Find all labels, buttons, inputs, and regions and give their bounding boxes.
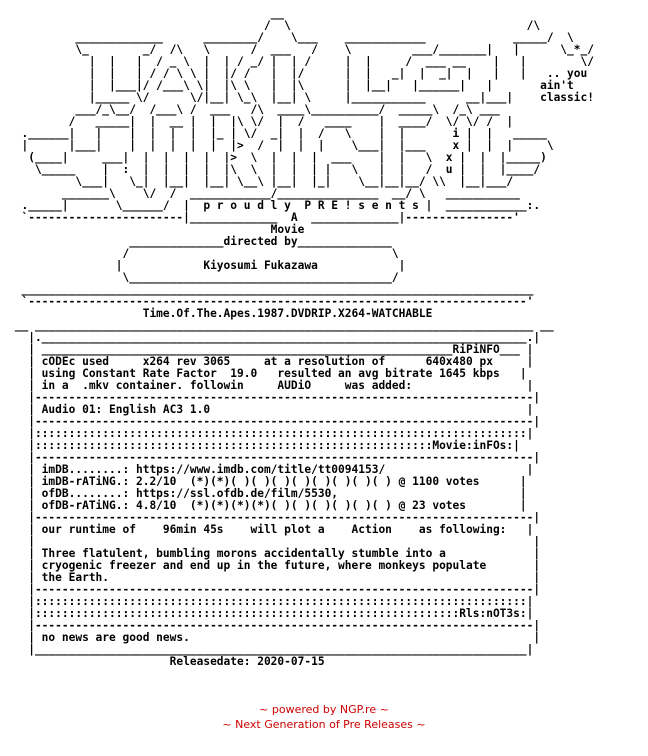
nfo-release-art: __ / \ /\ _____________ ________/ \___ _…	[14, 7, 594, 668]
tagline-text: ~ Next Generation of Pre Releases ~	[222, 718, 426, 731]
footer: ~ powered by NGP.re ~ ~ Next Generation …	[0, 702, 648, 732]
powered-by-text: ~ powered by NGP.re ~	[259, 703, 389, 716]
